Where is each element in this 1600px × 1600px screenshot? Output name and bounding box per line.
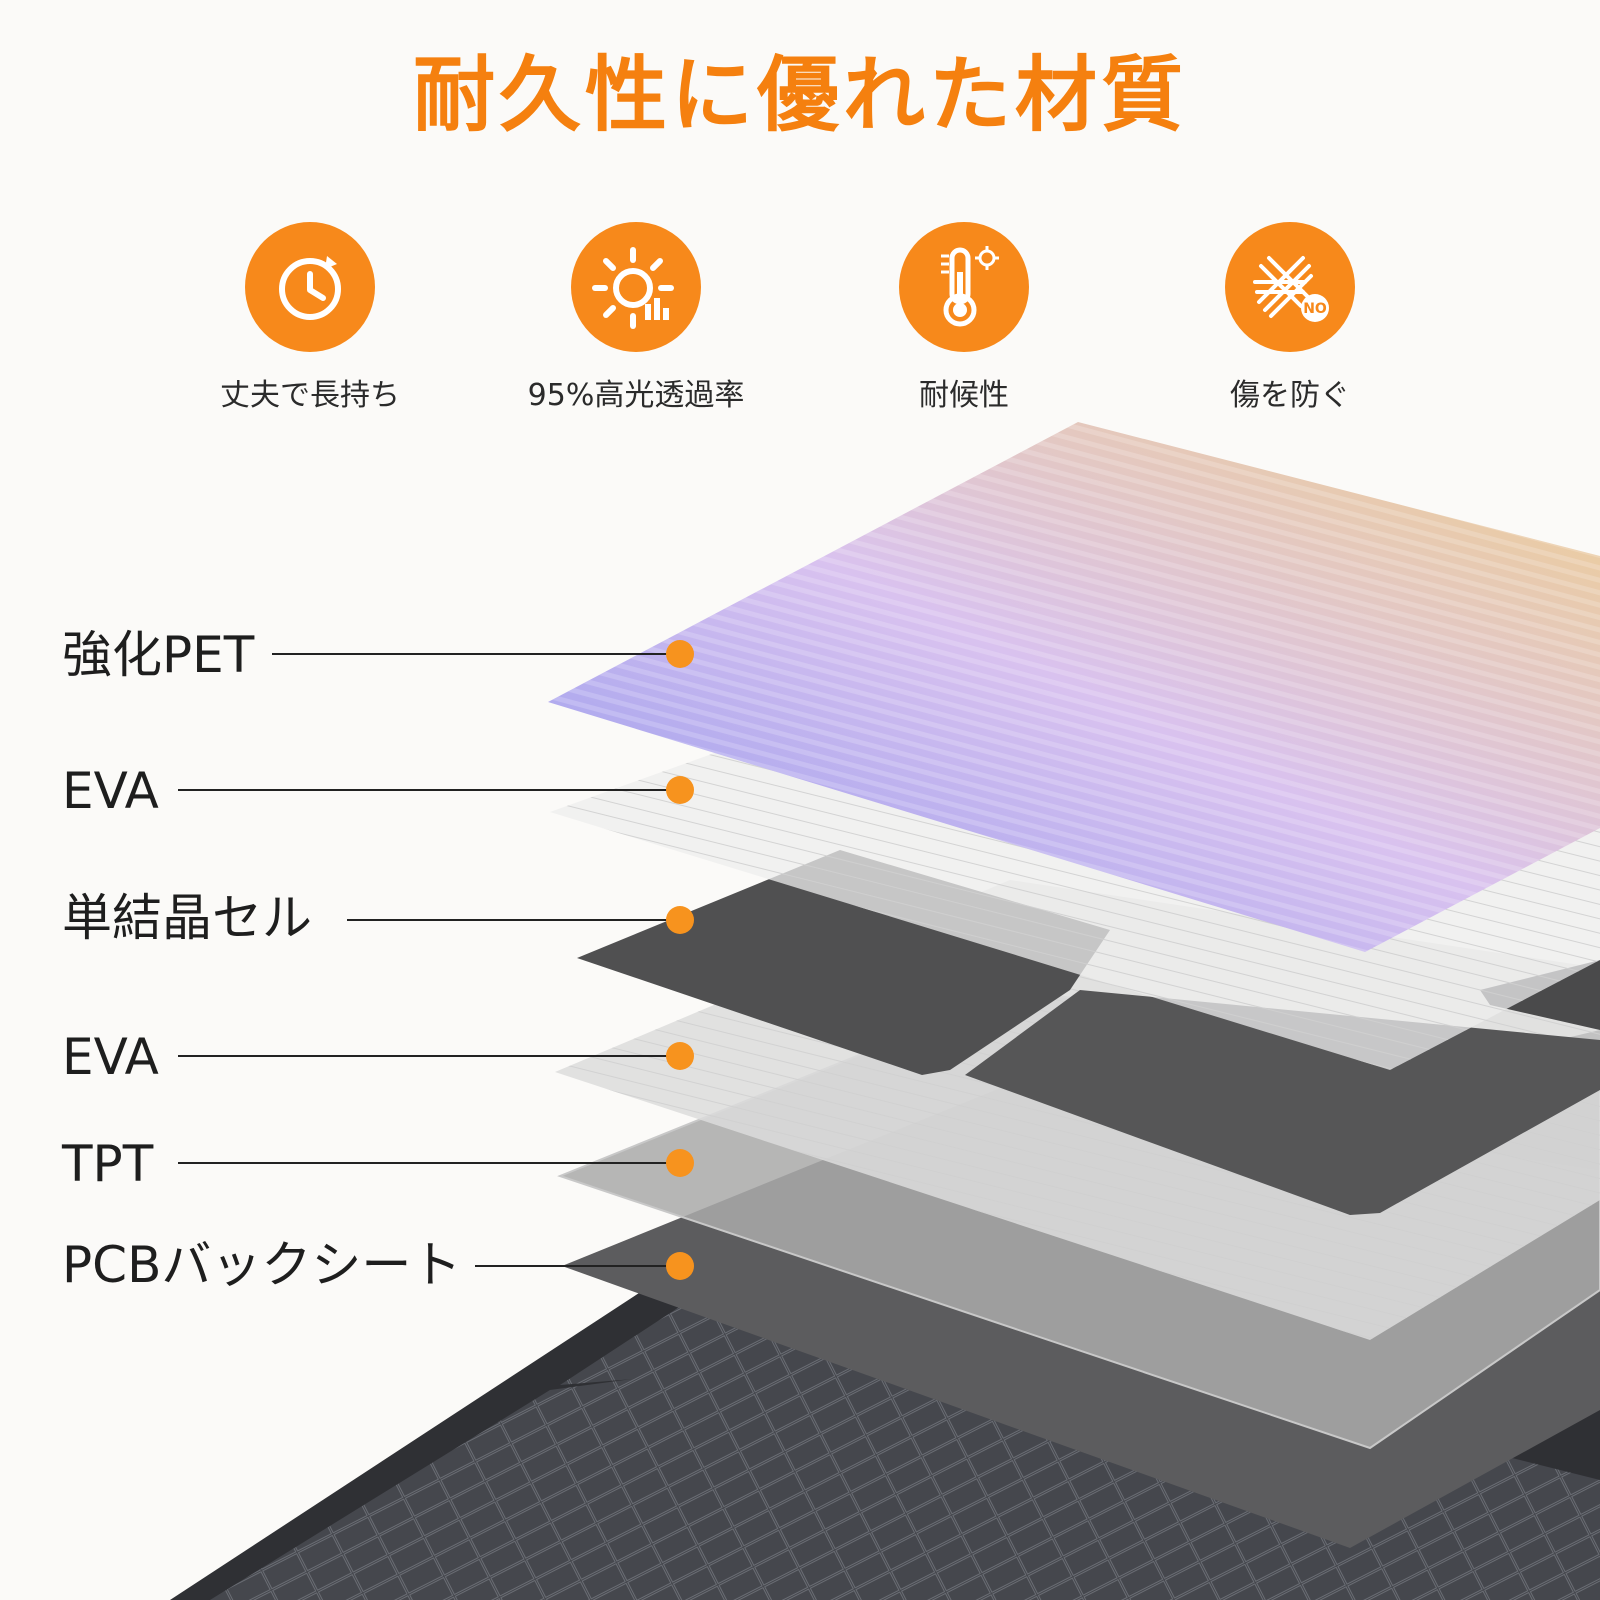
marker-dot-cell: [666, 906, 694, 934]
marker-dot-pcb: [666, 1252, 694, 1280]
feature-row: 丈夫で長持ち 95%高光透過率: [0, 222, 1600, 414]
page-title: 耐久性に優れた材質: [412, 48, 1187, 143]
feature-scratch: NO 傷を防ぐ: [1160, 222, 1420, 414]
feature-durable: 丈夫で長持ち: [180, 222, 440, 414]
thermometer-icon: [899, 222, 1029, 352]
no-badge-text: NO: [1303, 301, 1327, 317]
feature-label: 傷を防ぐ: [1230, 378, 1350, 413]
scratch-no-icon: NO: [1225, 222, 1355, 352]
layer-label-tpt: TPT: [62, 1135, 154, 1193]
marker-dot-pet: [666, 640, 694, 668]
feature-weather: 耐候性: [834, 222, 1094, 414]
marker-dot-eva-lower: [666, 1042, 694, 1070]
marker-dot-tpt: [666, 1149, 694, 1177]
feature-label: 耐候性: [919, 378, 1009, 413]
mono-cell-right: [965, 990, 1600, 1215]
layer-label-eva-upper: EVA: [62, 762, 159, 820]
feature-label: 95%高光透過率: [527, 378, 745, 413]
feature-label: 丈夫で長持ち: [220, 378, 400, 413]
marker-dot-eva-upper: [666, 776, 694, 804]
sun-icon: [571, 222, 701, 352]
layer-label-pcb: PCBバックシート: [62, 1236, 462, 1294]
layer-label-eva-lower: EVA: [62, 1028, 159, 1086]
feature-transmittance: 95%高光透過率: [506, 222, 766, 414]
layer-label-mono-cell: 単結晶セル: [62, 889, 312, 947]
clock-icon: [245, 222, 375, 352]
layer-label-pet: 強化PET: [62, 626, 255, 684]
